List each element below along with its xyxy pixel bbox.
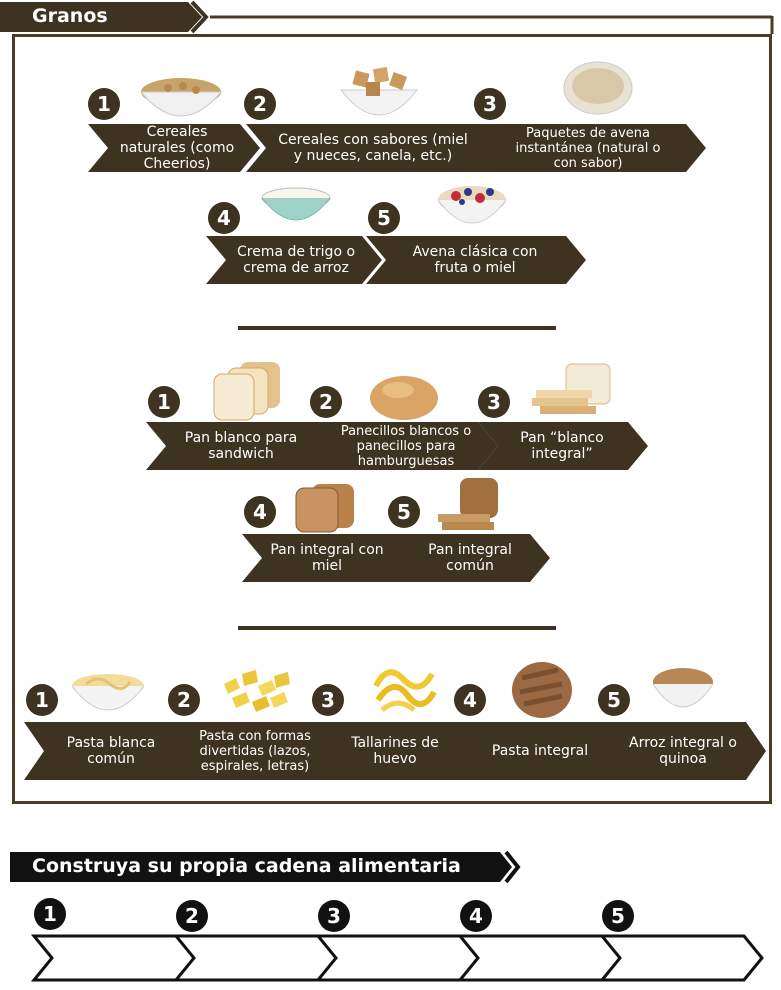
- white-bread-slices-image: [213, 362, 280, 421]
- step-number: 4: [460, 900, 492, 932]
- step-number: 3: [478, 386, 510, 418]
- cereal-chevron-5: Avena clásica con fruta o miel: [366, 236, 586, 284]
- step-number: 5: [602, 900, 634, 932]
- white-wheat-bread-image: [532, 363, 611, 414]
- step-number: 5: [368, 202, 400, 234]
- chevron-label: Pan integral con miel: [270, 542, 384, 574]
- bread-chevron-4: Pan integral con miel: [242, 534, 408, 582]
- step-number: 1: [26, 684, 58, 716]
- chevron-label: Paquetes de avena instantánea (natural o…: [515, 125, 661, 171]
- build-chain-banner: [10, 850, 521, 884]
- empty-chevron-1[interactable]: [30, 934, 202, 982]
- chevron-label: Arroz integral o quinoa: [629, 735, 737, 767]
- pasta-chevron-3: Tallarines de huevo: [312, 722, 484, 780]
- cheerios-bowl-image: [139, 78, 223, 117]
- empty-chain-chevrons: [30, 934, 764, 982]
- cereal-chevron-4: Crema de trigo o crema de arroz: [206, 236, 382, 284]
- step-number: 2: [244, 88, 276, 120]
- chevron-label: Pasta integral: [491, 743, 589, 759]
- step-number: 3: [318, 900, 350, 932]
- chevron-label: Pan integral común: [428, 542, 512, 574]
- empty-chevron-4[interactable]: [456, 934, 628, 982]
- step-number: 4: [244, 496, 276, 528]
- pasta-chevron-5: Arroz integral o quinoa: [596, 722, 766, 780]
- empty-chevron-2[interactable]: [172, 934, 344, 982]
- bread-chevron-3: Pan “blanco integral”: [478, 422, 648, 470]
- brown-rice-bowl-image: [652, 668, 714, 708]
- chevron-label: Crema de trigo o crema de arroz: [236, 244, 356, 276]
- cereal-chevron-3: Paquetes de avena instantánea (natural o…: [474, 124, 706, 172]
- step-number: 4: [454, 684, 486, 716]
- pasta-chevron-4: Pasta integral: [454, 722, 626, 780]
- chevron-label: Pasta blanca común: [66, 735, 156, 767]
- empty-chevron-5[interactable]: [598, 934, 764, 982]
- bread-chevron-1: Pan blanco para sandwich: [146, 422, 332, 470]
- fun-pasta-shapes-image: [224, 670, 290, 712]
- chevron-label: Panecillos blancos o panecillos para ham…: [340, 423, 472, 469]
- cereal-chevron-1: Cereales naturales (como Cheerios): [88, 124, 260, 172]
- step-number: 2: [310, 386, 342, 418]
- chevron-label: Tallarines de huevo: [351, 735, 439, 767]
- grains-frame: [12, 34, 772, 804]
- cereal-chevron-2: Cereales con sabores (miel y nueces, can…: [246, 124, 498, 172]
- section-title: Granos: [32, 5, 108, 27]
- build-chain-title: Construya su propia cadena alimentaria: [32, 855, 461, 877]
- step-number: 3: [312, 684, 344, 716]
- flavored-cereal-bowl-image: [339, 66, 419, 116]
- chevron-label: Cereales con sabores (miel y nueces, can…: [278, 132, 468, 164]
- whole-wheat-loaf-image: [438, 478, 498, 530]
- step-number: 4: [208, 202, 240, 234]
- chevron-label: Pan “blanco integral”: [520, 430, 604, 462]
- pasta-chevron-2: Pasta con formas divertidas (lazos, espi…: [168, 722, 342, 780]
- step-number: 2: [168, 684, 200, 716]
- bun-image: [370, 376, 438, 420]
- chevron-label: Avena clásica con fruta o miel: [412, 244, 538, 276]
- section-divider: [238, 626, 556, 630]
- bread-chevron-2: Panecillos blancos o panecillos para ham…: [310, 422, 498, 470]
- step-number: 1: [34, 898, 66, 930]
- section-divider: [238, 326, 556, 330]
- chevron-label: Pasta con formas divertidas (lazos, espi…: [199, 728, 311, 774]
- oatmeal-fruit-bowl-image: [437, 186, 507, 224]
- egg-noodles-image: [373, 669, 437, 712]
- pasta-chevron-1: Pasta blanca común: [24, 722, 198, 780]
- white-pasta-bowl-image: [71, 674, 145, 711]
- whole-wheat-pasta-image: [512, 662, 572, 718]
- step-number: 1: [148, 386, 180, 418]
- step-number: 5: [598, 684, 630, 716]
- step-number: 1: [88, 88, 120, 120]
- step-number: 2: [176, 900, 208, 932]
- cream-of-wheat-bowl-image: [261, 187, 331, 221]
- empty-chevron-3[interactable]: [314, 934, 486, 982]
- chevron-label: Pan blanco para sandwich: [184, 430, 298, 462]
- step-number: 5: [388, 496, 420, 528]
- honey-wheat-bread-image: [295, 484, 354, 533]
- chevron-label: Cereales naturales (como Cheerios): [119, 124, 235, 172]
- step-number: 3: [474, 88, 506, 120]
- instant-oatmeal-bowl-image: [563, 61, 633, 115]
- bread-chevron-5: Pan integral común: [386, 534, 550, 582]
- section-header-banner: [0, 0, 774, 34]
